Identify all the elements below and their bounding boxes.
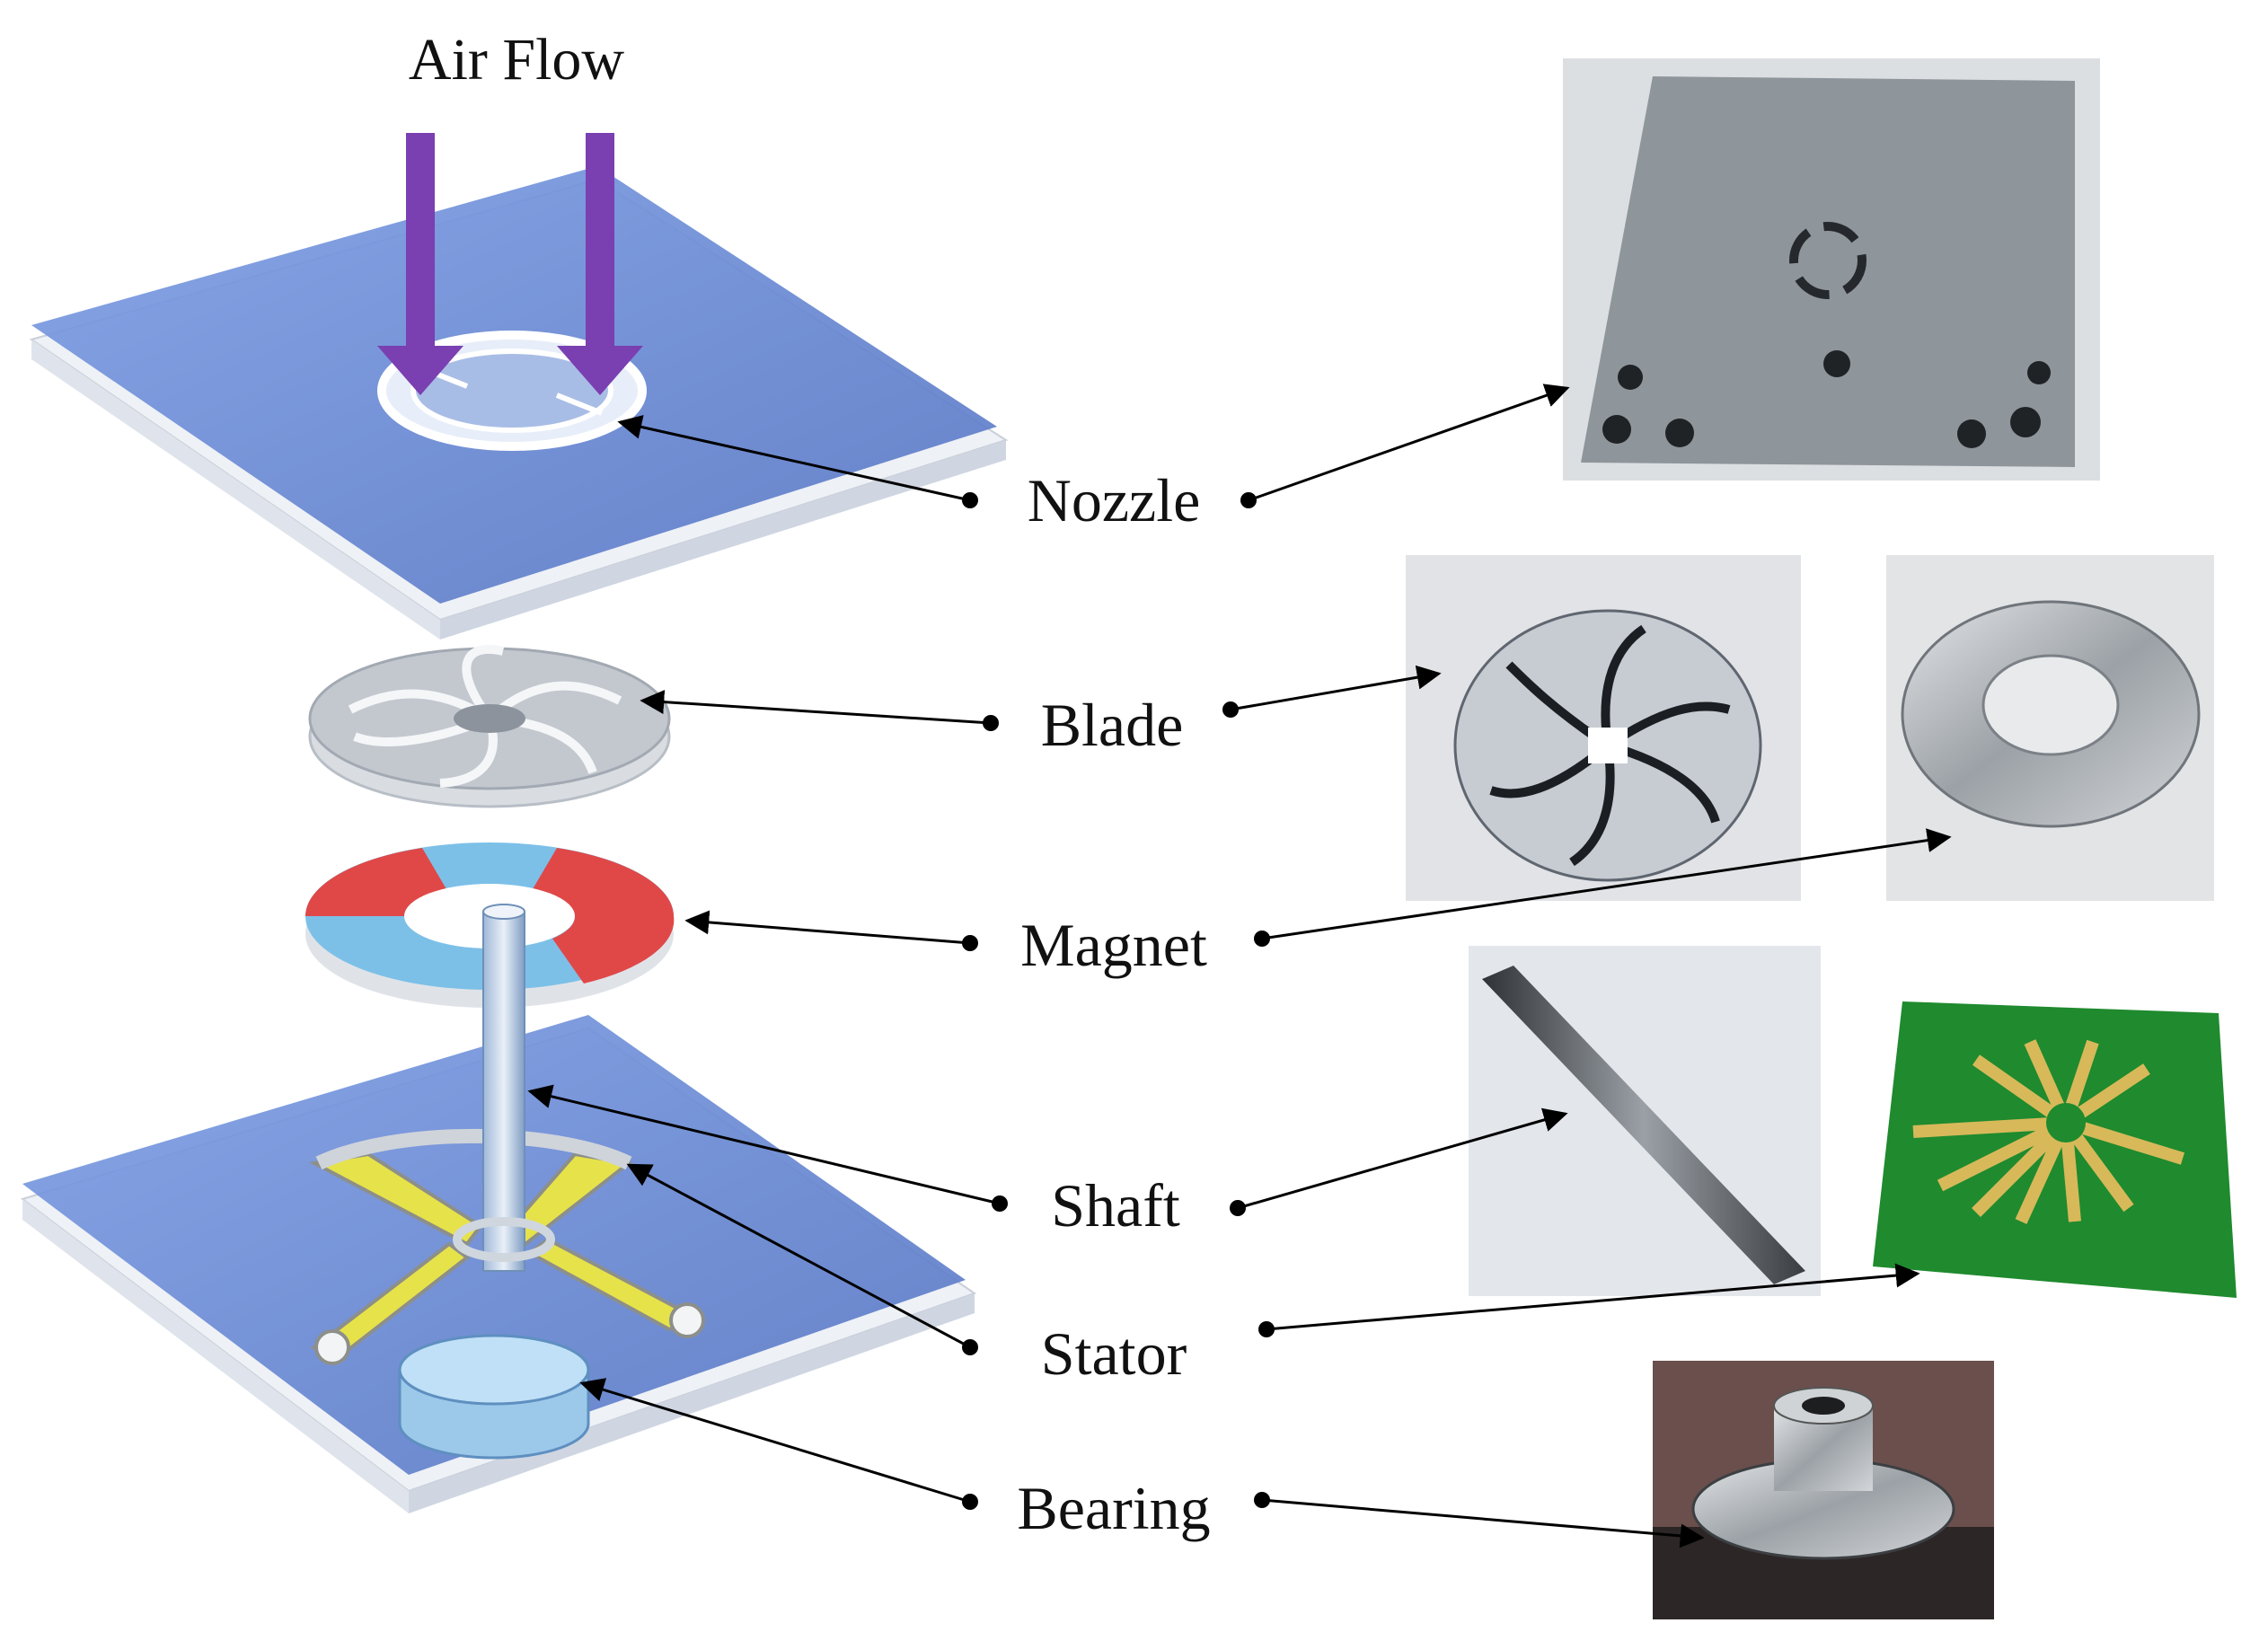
shaft-label: Shaft: [1051, 1171, 1180, 1239]
bearing-label: Bearing: [1017, 1474, 1210, 1542]
blade-photo: [1406, 555, 1801, 901]
air-flow-arrows: [377, 133, 643, 395]
magnet-photo: [1886, 555, 2214, 901]
blade-model: [308, 644, 671, 808]
shaft-model: [453, 904, 555, 1272]
magnet-label: Magnet: [1020, 911, 1207, 979]
blade-label: Blade: [1041, 691, 1184, 759]
leader-dots: [962, 492, 1275, 1510]
air-flow-label: Air Flow: [409, 27, 625, 93]
nozzle-plate-model: [29, 166, 1009, 640]
stator-photo: [1873, 1001, 2237, 1298]
bearing-photo: [1653, 1361, 1994, 1619]
leader-lines: [527, 384, 1952, 1548]
bearing-model: [398, 1334, 590, 1460]
nozzle-label: Nozzle: [1028, 466, 1201, 534]
shaft-photo: [1469, 946, 1821, 1296]
nozzle-photo: [1563, 58, 2100, 481]
stator-label: Stator: [1041, 1319, 1187, 1388]
